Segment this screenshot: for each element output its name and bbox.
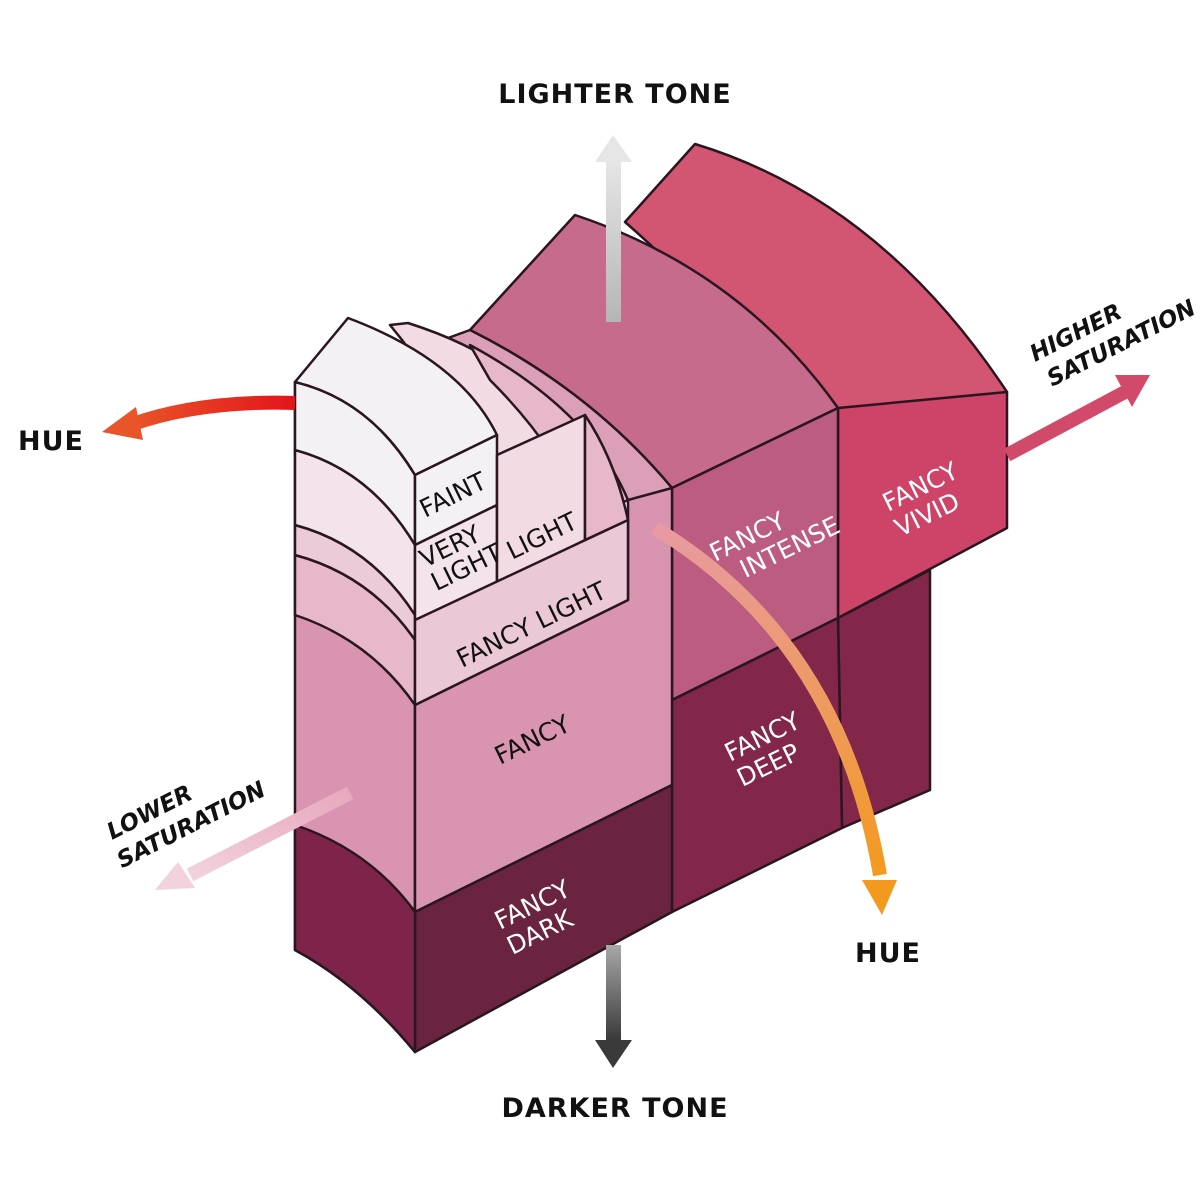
darker-tone-label: DARKER TONE — [501, 1093, 728, 1124]
hue-left-label: HUE — [18, 426, 84, 457]
fancy-light-front — [413, 518, 630, 707]
hue-right-label: HUE — [855, 938, 921, 969]
lower-saturation-arrow — [155, 786, 354, 890]
hue-right-arrow — [651, 522, 897, 915]
fancy-intense-block — [468, 213, 844, 914]
higher-saturation-label: HIGHER SATURATION — [1026, 295, 1200, 392]
fancy-light-right-sliver — [583, 413, 630, 542]
hue-left-arrow — [102, 395, 296, 440]
higher-saturation-arrow — [1003, 375, 1150, 462]
lighter-tone-label: LIGHTER TONE — [498, 79, 731, 110]
lighter-tone-arrow — [595, 135, 632, 322]
light-stack — [293, 316, 630, 707]
fancy-dark-side — [293, 823, 417, 1054]
lower-saturation-label: LOWER SATURATION — [103, 777, 270, 874]
darker-tone-arrow — [595, 945, 632, 1068]
